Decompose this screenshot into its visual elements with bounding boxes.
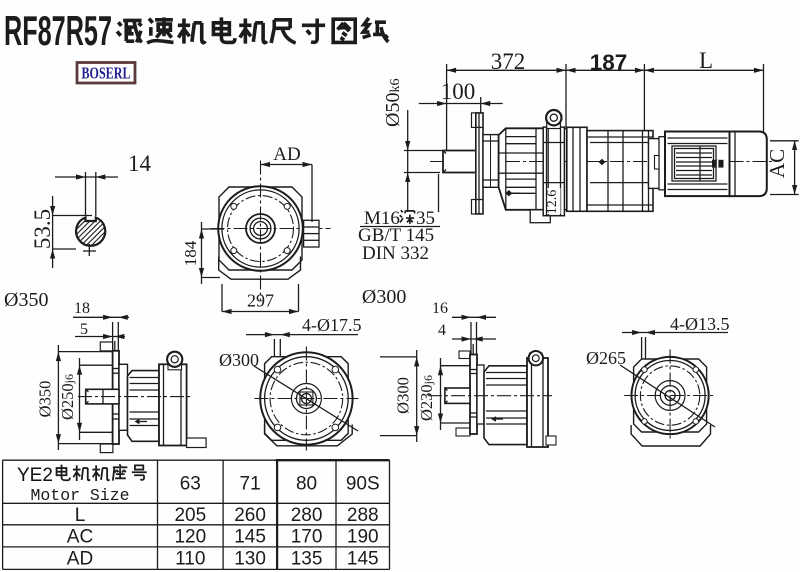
svg-text:YE2: YE2 <box>17 465 53 486</box>
svg-text:5: 5 <box>80 321 88 338</box>
svg-text:AC: AC <box>765 149 789 178</box>
svg-text:288: 288 <box>347 505 379 526</box>
svg-text:4-Ø13.5: 4-Ø13.5 <box>670 314 730 334</box>
svg-text:120: 120 <box>174 527 206 548</box>
svg-text:16: 16 <box>432 300 448 317</box>
svg-text:18: 18 <box>74 300 90 317</box>
svg-text:Ø350: Ø350 <box>4 289 48 311</box>
svg-text:Ø250j6: Ø250j6 <box>58 374 77 420</box>
svg-text:53.5: 53.5 <box>30 209 55 249</box>
svg-text:RF87R57: RF87R57 <box>4 7 112 54</box>
svg-text:145: 145 <box>234 527 266 548</box>
svg-text:Ø230j6: Ø230j6 <box>417 375 436 421</box>
svg-text:L: L <box>699 48 713 73</box>
svg-text:280: 280 <box>291 505 323 526</box>
svg-text:145: 145 <box>347 549 379 570</box>
svg-text:Ø265: Ø265 <box>586 348 626 368</box>
svg-text:63: 63 <box>180 474 201 495</box>
svg-text:71: 71 <box>240 474 261 495</box>
svg-text:AD: AD <box>273 144 300 165</box>
svg-text:135: 135 <box>291 549 323 570</box>
svg-text:110: 110 <box>175 549 205 570</box>
svg-text:4: 4 <box>438 322 446 339</box>
svg-text:Ø350: Ø350 <box>36 381 55 418</box>
svg-text:372: 372 <box>491 49 526 74</box>
svg-text:Ø300: Ø300 <box>394 377 413 414</box>
svg-text:184: 184 <box>181 240 200 266</box>
svg-text:35: 35 <box>416 208 435 229</box>
svg-text:AD: AD <box>67 549 93 570</box>
svg-text:170: 170 <box>291 527 323 548</box>
svg-text:AC: AC <box>67 527 93 548</box>
svg-text:BOSERL: BOSERL <box>82 64 131 83</box>
svg-text:Motor Size: Motor Size <box>30 486 129 505</box>
svg-text:14: 14 <box>128 151 152 176</box>
svg-text:205: 205 <box>174 505 206 526</box>
svg-text:90S: 90S <box>346 474 380 495</box>
svg-text:12.6: 12.6 <box>545 190 560 215</box>
svg-text:M16: M16 <box>364 208 400 229</box>
svg-text:260: 260 <box>234 505 266 526</box>
svg-text:DIN 332: DIN 332 <box>362 243 429 264</box>
svg-text:187: 187 <box>590 50 628 75</box>
svg-text:L: L <box>75 505 86 526</box>
svg-text:80: 80 <box>296 474 317 495</box>
svg-text:4-Ø17.5: 4-Ø17.5 <box>302 315 362 335</box>
svg-text:Ø50k6: Ø50k6 <box>382 79 404 127</box>
svg-text:297: 297 <box>247 291 274 311</box>
svg-text:Ø300: Ø300 <box>219 350 259 370</box>
svg-text:Ø300: Ø300 <box>362 286 406 308</box>
svg-text:100: 100 <box>441 79 476 104</box>
svg-text:130: 130 <box>234 549 266 570</box>
svg-text:GB/T 145: GB/T 145 <box>358 225 434 246</box>
svg-text:190: 190 <box>347 527 379 548</box>
